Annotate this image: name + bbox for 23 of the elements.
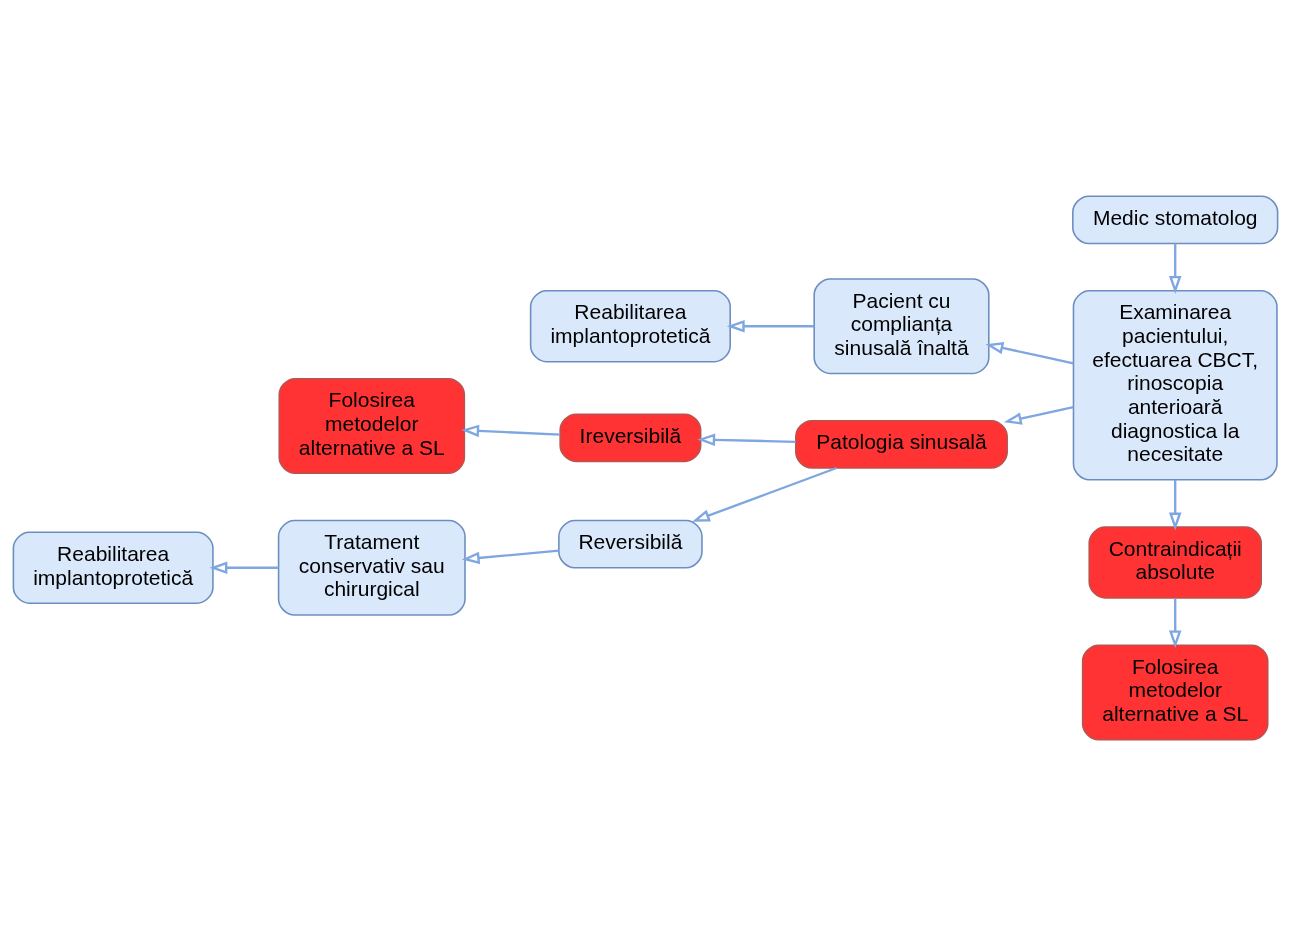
node-box: Folosirea metodelor alternative a SL — [278, 377, 466, 474]
node-box: Folosirea metodelor alternative a SL — [1081, 643, 1269, 741]
arrow — [726, 319, 815, 332]
node-box: Contraindicații absolute — [1088, 525, 1262, 599]
arrow — [1168, 598, 1182, 648]
arrow — [985, 341, 1074, 365]
node-box: Ireversibilă — [559, 412, 702, 462]
arrow — [461, 548, 559, 564]
node-box: Reversibilă — [558, 519, 703, 569]
node-box: Reabilitarea implantoprotetică — [529, 289, 731, 362]
node-box: Tratament conservativ sau chirurgical — [277, 519, 466, 616]
arrow — [461, 424, 561, 437]
arrow — [209, 561, 279, 574]
arrow — [1168, 479, 1182, 530]
node-box: Examinarea pacientului, efectuarea CBCT, rinoscopia anterioară diagnostica la necesitate — [1072, 289, 1278, 481]
node-box: Medic stomatolog — [1072, 194, 1279, 244]
node-box: Pacient cu complianța sinusală înaltă — [813, 277, 990, 374]
arrow — [697, 433, 796, 446]
node-box: Reabilitarea implantoprotetică — [12, 531, 214, 604]
node-box: Patologia sinusală — [795, 419, 1008, 469]
arrow — [1003, 405, 1074, 425]
arrow — [1168, 243, 1182, 294]
arrow — [692, 466, 837, 522]
